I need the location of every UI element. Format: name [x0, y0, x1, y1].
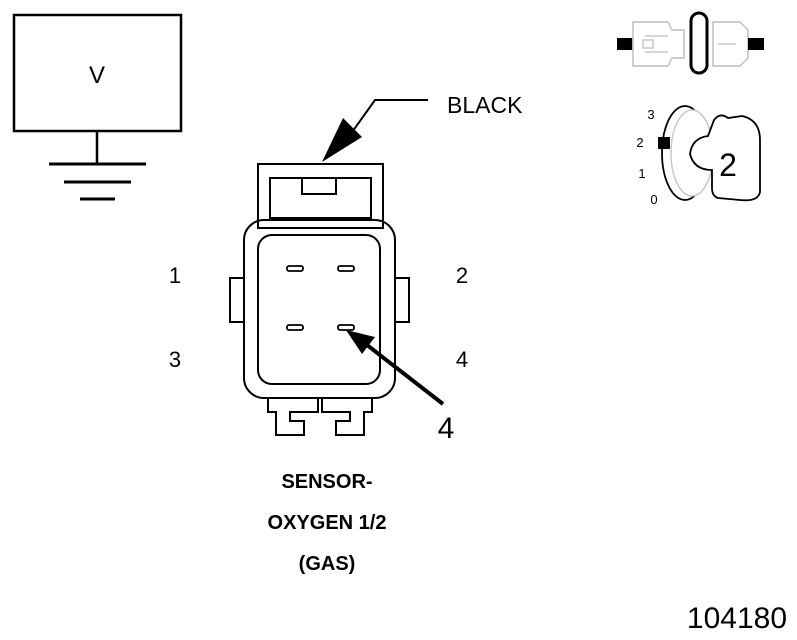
connector-side-tab-right	[394, 277, 410, 323]
key-position-2: 2	[636, 135, 643, 150]
ignition-key-icon	[658, 105, 761, 202]
sensor-name-line1: SENSOR-	[281, 471, 372, 493]
connector-foot-left	[267, 398, 319, 436]
pin4-callout	[346, 330, 445, 406]
ground-icon	[49, 162, 146, 201]
connector-color-label: BLACK	[447, 92, 523, 118]
voltmeter-label: V	[89, 62, 105, 89]
voltmeter	[12, 13, 183, 164]
connector-foot-right	[321, 398, 373, 436]
sensor-name-line3: (GAS)	[299, 553, 356, 575]
key-position-marker	[658, 137, 670, 149]
black-arrowhead-icon	[322, 118, 362, 162]
pin-label-2: 2	[456, 263, 468, 288]
pin-slot-3	[286, 324, 304, 331]
sensor-name-line2: OXYGEN 1/2	[268, 512, 387, 534]
pin-label-3: 3	[169, 347, 181, 372]
connector-latch-outer	[257, 163, 384, 229]
connector-side-tab-left	[229, 277, 245, 323]
callout-pin-label: 4	[438, 412, 455, 445]
connector-shell-outer	[243, 219, 396, 399]
connector-latch-tab	[301, 177, 337, 195]
connector-cavity	[257, 234, 381, 385]
pin-slot-2	[337, 265, 355, 272]
pin-slot-4	[337, 324, 355, 331]
figure-number: 104180	[687, 602, 787, 635]
key-selected-position: 2	[719, 147, 737, 183]
pin4-arrowhead-icon	[346, 330, 375, 354]
key-position-1: 1	[638, 166, 645, 181]
pin-label-1: 1	[169, 263, 181, 288]
connector	[229, 163, 410, 436]
key-position-0: 0	[650, 192, 657, 207]
disconnect-connector-icon	[617, 11, 764, 75]
connector-pins	[286, 265, 355, 331]
pin-label-4: 4	[456, 347, 468, 372]
black-leader	[322, 99, 428, 162]
connector-latch-inner	[269, 177, 372, 219]
key-position-3: 3	[647, 107, 654, 122]
pin-slot-1	[286, 265, 304, 272]
